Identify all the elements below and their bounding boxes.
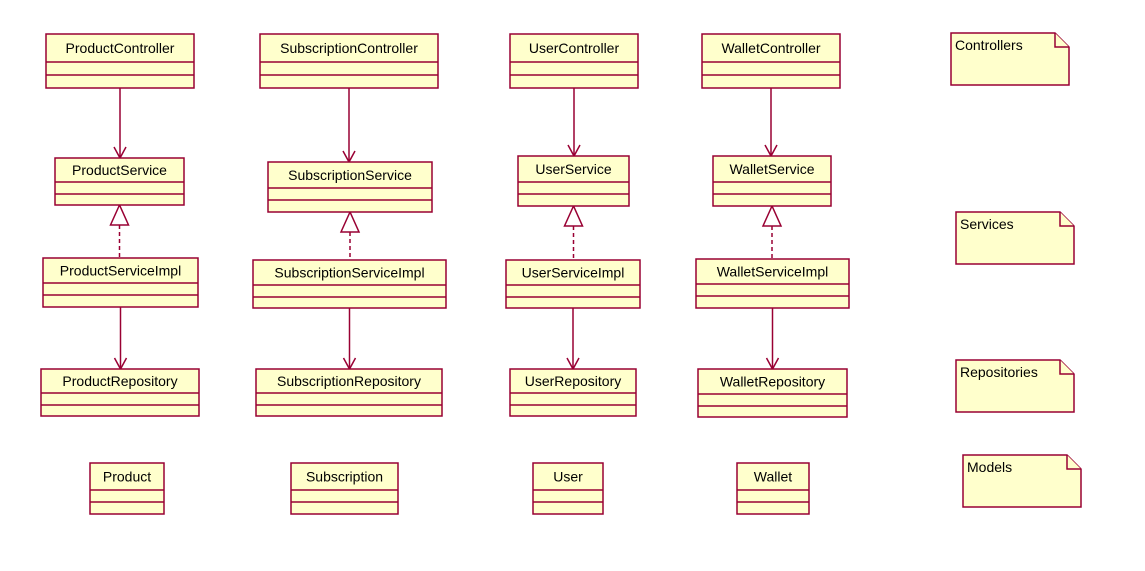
class-box bbox=[697, 368, 848, 418]
class-product-service[interactable]: ProductService bbox=[54, 157, 185, 206]
class-box bbox=[290, 462, 399, 515]
class-box bbox=[252, 259, 447, 309]
class-box bbox=[505, 259, 641, 309]
realization-user-service-impl-to-user-service bbox=[563, 204, 584, 260]
class-box bbox=[712, 155, 832, 207]
note-text: Repositories bbox=[960, 364, 1038, 380]
dependency-user-service-impl-to-user-repository bbox=[566, 308, 580, 371]
class-name: Wallet bbox=[754, 469, 792, 485]
class-name: ProductController bbox=[66, 40, 175, 56]
dependency-user-controller-to-user-service bbox=[567, 88, 581, 158]
class-box bbox=[532, 462, 604, 515]
class-subscription-repository[interactable]: SubscriptionRepository bbox=[255, 368, 443, 417]
class-name: WalletServiceImpl bbox=[717, 264, 829, 280]
class-user-controller[interactable]: UserController bbox=[509, 33, 639, 89]
class-box bbox=[509, 33, 639, 89]
class-user-service[interactable]: UserService bbox=[517, 155, 630, 207]
dependency-product-service-impl-to-product-repository bbox=[113, 307, 128, 371]
class-name: SubscriptionServiceImpl bbox=[274, 265, 424, 281]
note-fold bbox=[1066, 455, 1081, 470]
class-product[interactable]: Product bbox=[89, 462, 165, 515]
dependency-wallet-controller-to-wallet-service bbox=[764, 88, 778, 158]
class-subscription-controller[interactable]: SubscriptionController bbox=[259, 33, 439, 89]
hollow-triangle-icon bbox=[109, 203, 130, 226]
class-name: ProductService bbox=[72, 162, 167, 178]
class-subscription[interactable]: Subscription bbox=[290, 462, 399, 515]
class-wallet-service-impl[interactable]: WalletServiceImpl bbox=[695, 258, 850, 309]
class-name: Subscription bbox=[306, 469, 383, 485]
dependency-subscription-controller-to-subscription-service bbox=[342, 88, 356, 164]
class-subscription-service[interactable]: SubscriptionService bbox=[267, 161, 433, 213]
class-name: UserService bbox=[535, 161, 611, 177]
class-box bbox=[701, 33, 841, 89]
class-product-repository[interactable]: ProductRepository bbox=[40, 368, 200, 417]
note-text: Controllers bbox=[955, 37, 1023, 53]
note-fold bbox=[1059, 212, 1074, 227]
dependency-wallet-service-impl-to-wallet-repository bbox=[765, 308, 780, 371]
note-box bbox=[962, 454, 1082, 508]
class-box bbox=[45, 33, 195, 89]
class-box bbox=[517, 155, 630, 207]
realization-product-service-impl-to-product-service bbox=[109, 203, 130, 258]
classes-layer: ProductControllerProductServiceProductSe… bbox=[40, 33, 850, 515]
class-name: UserRepository bbox=[525, 373, 621, 389]
note-text: Models bbox=[967, 459, 1012, 475]
class-user-repository[interactable]: UserRepository bbox=[509, 368, 637, 417]
class-name: ProductRepository bbox=[62, 373, 177, 389]
note-text: Services bbox=[960, 216, 1014, 232]
note-box bbox=[950, 32, 1070, 86]
note-repositories[interactable]: Repositories bbox=[955, 359, 1075, 413]
class-wallet[interactable]: Wallet bbox=[736, 462, 810, 515]
class-box bbox=[736, 462, 810, 515]
dependency-product-controller-to-product-service bbox=[113, 88, 127, 160]
class-name: WalletService bbox=[729, 161, 814, 177]
class-name: ProductServiceImpl bbox=[60, 263, 181, 279]
class-user[interactable]: User bbox=[532, 462, 604, 515]
class-wallet-service[interactable]: WalletService bbox=[712, 155, 832, 207]
class-name: Product bbox=[103, 469, 151, 485]
note-box bbox=[955, 211, 1075, 265]
class-subscription-service-impl[interactable]: SubscriptionServiceImpl bbox=[252, 259, 447, 309]
dependency-subscription-service-impl-to-subscription-repository bbox=[342, 308, 357, 371]
class-name: SubscriptionRepository bbox=[277, 373, 421, 389]
class-name: WalletRepository bbox=[720, 374, 825, 390]
realization-subscription-service-impl-to-subscription-service bbox=[339, 210, 361, 260]
class-product-service-impl[interactable]: ProductServiceImpl bbox=[42, 257, 199, 308]
note-models[interactable]: Models bbox=[962, 454, 1082, 508]
hollow-triangle-icon bbox=[563, 204, 584, 227]
class-name: SubscriptionController bbox=[280, 40, 418, 56]
class-product-controller[interactable]: ProductController bbox=[45, 33, 195, 89]
note-fold bbox=[1054, 33, 1069, 48]
class-name: User bbox=[553, 469, 583, 485]
class-user-service-impl[interactable]: UserServiceImpl bbox=[505, 259, 641, 309]
class-box bbox=[267, 161, 433, 213]
note-box bbox=[955, 359, 1075, 413]
note-services[interactable]: Services bbox=[955, 211, 1075, 265]
class-box bbox=[259, 33, 439, 89]
class-name: UserServiceImpl bbox=[522, 265, 625, 281]
class-name: SubscriptionService bbox=[288, 167, 412, 183]
class-name: UserController bbox=[529, 40, 620, 56]
note-controllers[interactable]: Controllers bbox=[950, 32, 1070, 86]
class-wallet-repository[interactable]: WalletRepository bbox=[697, 368, 848, 418]
hollow-triangle-icon bbox=[761, 204, 783, 227]
hollow-triangle-icon bbox=[339, 210, 361, 233]
class-box bbox=[89, 462, 165, 515]
realization-wallet-service-impl-to-wallet-service bbox=[761, 204, 783, 259]
class-wallet-controller[interactable]: WalletController bbox=[701, 33, 841, 89]
relations-layer bbox=[109, 88, 783, 371]
note-fold bbox=[1059, 360, 1074, 375]
class-name: WalletController bbox=[721, 40, 820, 56]
